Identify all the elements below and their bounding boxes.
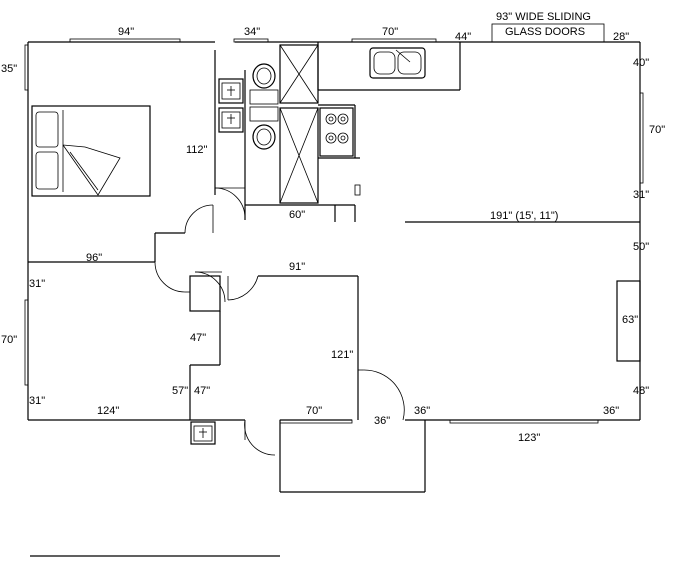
fireplace — [616, 280, 641, 362]
dim-36-porch: 36" — [374, 415, 390, 427]
door-bath — [214, 187, 246, 219]
sink-lower — [218, 107, 244, 133]
sliding-glass-door — [491, 23, 605, 43]
dim-31-right: 31" — [633, 189, 649, 201]
dim-40: 40" — [633, 57, 649, 69]
dim-28: 28" — [613, 31, 629, 43]
dim-60: 60" — [289, 209, 305, 221]
bed-frame — [31, 105, 151, 197]
door-bedroom-2-exterior — [244, 419, 276, 456]
dim-35: 35" — [1, 63, 17, 75]
porch — [279, 420, 426, 493]
doors — [154, 187, 405, 456]
dim-44: 44" — [455, 31, 471, 43]
dim-31-left-top: 31" — [29, 278, 45, 290]
door-hall — [154, 261, 186, 293]
sink-upper — [218, 78, 244, 104]
dim-70-top: 70" — [382, 26, 398, 38]
window-kitchen-top — [351, 38, 437, 43]
dim-94: 94" — [118, 26, 134, 38]
dim-31-left-bottom: 31" — [29, 395, 45, 407]
kitchen-sink — [369, 47, 426, 79]
window-left-lower — [24, 299, 29, 386]
window-right-upper — [639, 92, 644, 184]
closet — [189, 275, 221, 312]
door-bedroom-2 — [227, 275, 259, 301]
door-bedroom-1 — [184, 204, 214, 234]
dim-48: 48" — [633, 385, 649, 397]
dim-34: 34" — [244, 26, 260, 38]
dim-121: 121" — [331, 349, 353, 361]
pillow-bottom — [35, 151, 59, 190]
sliding-door-label-2: GLASS DOORS — [505, 26, 585, 38]
dim-36-right: 36" — [603, 405, 619, 417]
dim-36-mid: 36" — [414, 405, 430, 417]
dim-123: 123" — [518, 432, 540, 444]
exterior-walls — [27, 41, 641, 421]
shower-upper — [279, 44, 319, 104]
bed — [31, 105, 151, 197]
sliding-door-frame — [491, 23, 605, 43]
dim-124: 124" — [97, 405, 119, 417]
dim-112: 112" — [186, 144, 208, 156]
dim-57: 57" — [172, 385, 188, 397]
sliding-door-label-1: 93" WIDE SLIDING — [496, 11, 591, 23]
dim-63: 63" — [622, 314, 638, 326]
shower-lower — [279, 107, 319, 204]
dim-70-right: 70" — [649, 124, 665, 136]
dimension-labels: 94" 34" 70" 44" 93" WIDE SLIDING GLASS D… — [1, 11, 665, 444]
toilet-lower — [252, 124, 276, 150]
door-front — [362, 369, 405, 421]
window-bath-top — [233, 38, 269, 43]
windows — [24, 38, 644, 424]
dim-47-upper: 47" — [190, 332, 206, 344]
dim-191: 191" (15', 11") — [490, 210, 558, 222]
bathroom-fixtures — [190, 44, 319, 445]
toilet-upper — [252, 63, 276, 89]
dim-96: 96" — [86, 252, 102, 264]
dim-70-left: 70" — [1, 334, 17, 346]
window-bedroom-left — [24, 44, 29, 91]
sink-exterior — [190, 421, 216, 445]
dim-70-bottom: 70" — [306, 405, 322, 417]
window-bottom-right — [449, 419, 599, 424]
dim-91: 91" — [289, 261, 305, 273]
window-bedroom-top — [69, 38, 181, 43]
interior-walls — [28, 42, 640, 420]
door-closet — [194, 271, 226, 303]
pillow-top — [35, 111, 59, 148]
range — [319, 107, 354, 157]
dim-47-lower: 47" — [194, 385, 210, 397]
kitchen-fixtures — [319, 47, 426, 157]
dim-50: 50" — [633, 241, 649, 253]
